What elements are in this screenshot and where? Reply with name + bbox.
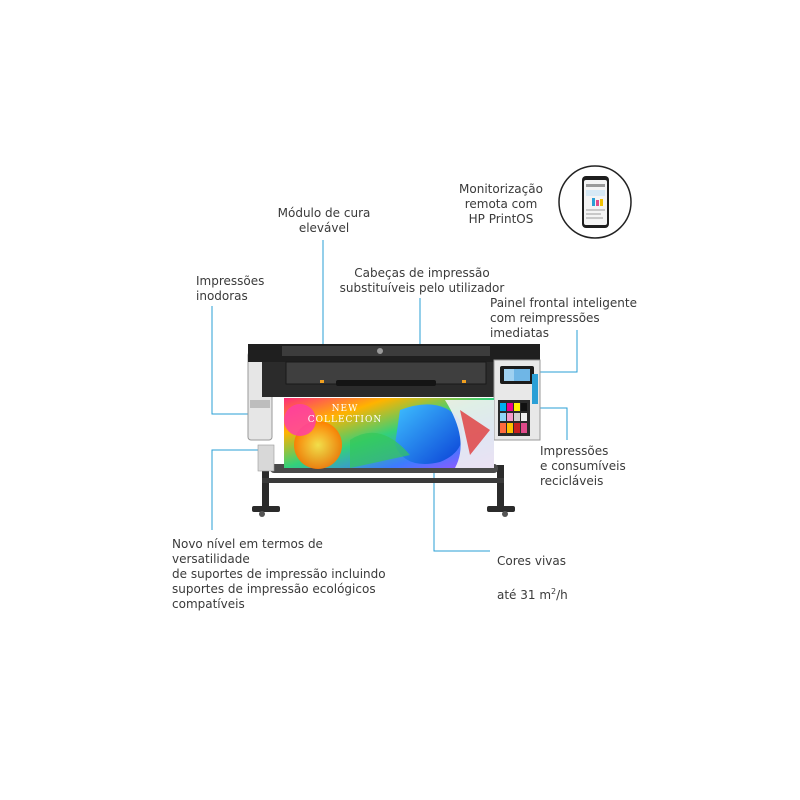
crossbar (262, 478, 504, 483)
phone-illustration (558, 165, 632, 239)
printer: NEW COLLECTION (247, 344, 541, 517)
callout-front-panel: Painel frontal inteligente com reimpress… (490, 296, 637, 340)
banner-text-line2: COLLECTION (308, 415, 383, 425)
callout-odorless-prints: Impressões inodoras (196, 274, 265, 303)
ink-cartridges (498, 400, 530, 436)
leader-versatility (211, 449, 262, 530)
leader-odorless (211, 306, 262, 415)
right-leg (497, 465, 504, 510)
callout-vivid-colors: Cores vivas até 31 m2/h (497, 539, 597, 603)
leader-vivid (433, 470, 490, 552)
hp-logo (377, 348, 383, 354)
vivid-colors-line2: até 31 m (497, 588, 552, 602)
callout-versatility: Novo nível em termos de versatilidade de… (172, 537, 386, 611)
callout-curing-module: Módulo de cura elevável (277, 206, 371, 235)
banner-blue-shape (395, 404, 463, 464)
leader-front-panel (538, 330, 578, 373)
left-leg (262, 465, 269, 510)
callout-remote-monitoring: Monitorização remota com HP PrintOS (459, 182, 543, 226)
callout-recyclable: Impressões e consumíveis recicláveis (540, 444, 626, 488)
leader-recyclable (530, 407, 568, 440)
vivid-colors-sup: 2 (551, 587, 557, 596)
banner-text-line1: NEW (332, 404, 359, 414)
vivid-colors-line1: Cores vivas (497, 554, 566, 568)
callout-printheads: Cabeças de impressão substituíveis pelo … (339, 266, 505, 295)
printed-banner: NEW COLLECTION (284, 398, 494, 469)
vivid-colors-suffix: /h (556, 588, 568, 602)
